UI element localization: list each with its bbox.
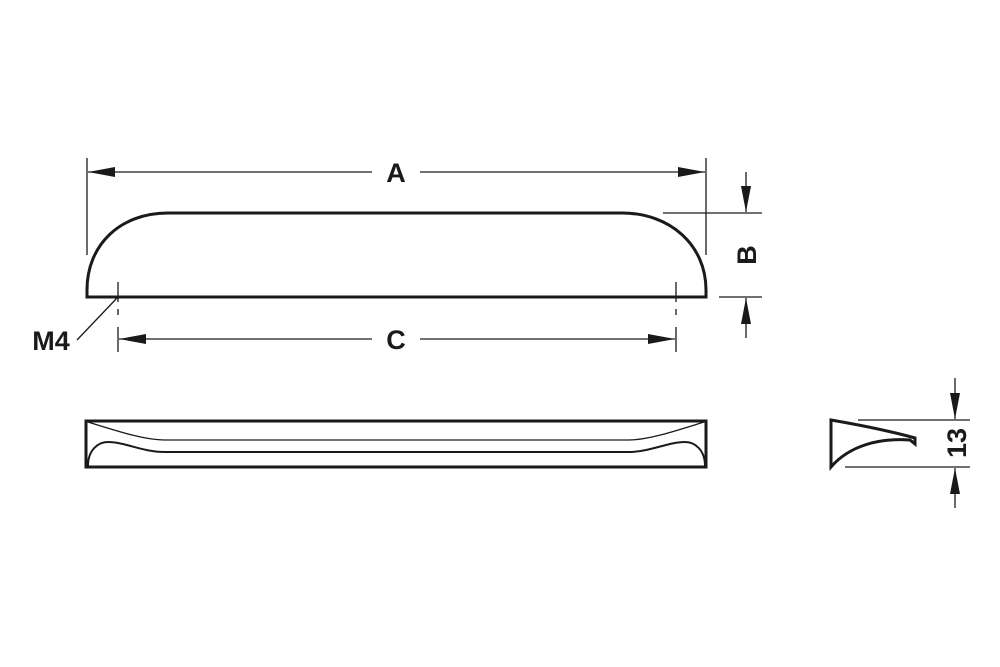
arrow-left-icon: [119, 334, 146, 344]
label-depth: 13: [942, 428, 972, 458]
top-view: [84, 419, 708, 469]
top-view-outline: [84, 419, 708, 469]
dimension-c: C: [117, 325, 677, 355]
side-profile: [829, 418, 917, 472]
front-view: A C B M4: [32, 158, 762, 356]
arrow-right-icon: [678, 167, 705, 177]
label-c: C: [386, 325, 406, 355]
arrow-up-icon: [741, 298, 751, 324]
arrow-left-icon: [88, 167, 115, 177]
side-view: 13: [829, 378, 972, 508]
label-m4: M4: [32, 326, 70, 356]
arrow-down-icon: [741, 186, 751, 212]
arrow-down-icon: [950, 393, 960, 419]
arrow-right-icon: [648, 334, 675, 344]
label-b: B: [732, 245, 762, 265]
handle-outline: [85, 211, 708, 299]
arrow-up-icon: [950, 468, 960, 494]
dimension-b: B: [663, 172, 762, 338]
thread-callout: M4: [32, 297, 118, 356]
label-a: A: [386, 158, 406, 188]
dimension-a: A: [86, 158, 707, 255]
